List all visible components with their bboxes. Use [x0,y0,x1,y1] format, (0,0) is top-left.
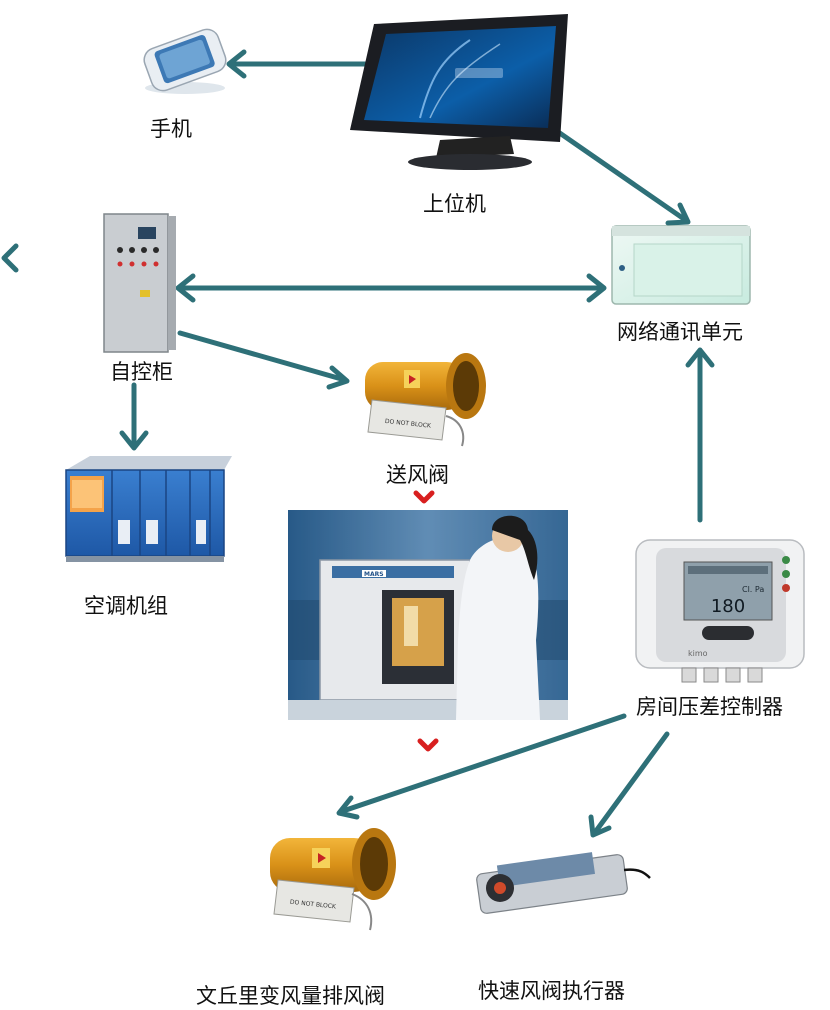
connection-arrows [1,49,715,838]
label-supply-valve: 送风阀 [386,463,449,487]
control-cabinet-icon [103,213,176,353]
label-phone: 手机 [150,117,192,141]
label-host-computer: 上位机 [423,192,486,216]
damper-actuator-icon [476,852,651,914]
arrow-controller-to-actuator [588,731,670,838]
arrow-controller-to-exhaust-valve [336,713,627,820]
controller-unit: Cl. Pa [742,585,764,594]
flow-chevron-lower [417,738,439,752]
arrow-cabinet-to-ahu [119,382,149,451]
venturi-valve-icon: DO NOT BLOCK [365,353,486,447]
flow-chevron-upper [413,490,435,504]
airflow-chevrons [413,490,439,752]
smartphone-icon [143,28,227,94]
arrow-host-to-phone [226,49,381,79]
lab-equipment-label: MARS [364,571,384,578]
label-network-unit: 网络通讯单元 [617,320,743,344]
air-handling-unit-icon [65,456,232,562]
controller-brand: kimo [688,649,708,658]
label-pressure-controller: 房间压差控制器 [636,695,783,719]
arrow-cabinet-to-supply-valve [177,330,350,390]
venturi-valve-icon: DO NOT BLOCK [270,828,396,931]
arrow-offscreen-left [1,243,19,273]
label-control-cabinet: 自控柜 [110,360,173,384]
arrow-controller-to-network [685,347,715,523]
label-ahu: 空调机组 [84,594,168,618]
label-actuator: 快速风阀执行器 [478,979,625,1003]
pressure-controller-icon: Cl. Pa 180 kimo [635,539,805,683]
supply-valve-tag: DO NOT BLOCK [385,418,433,430]
network-cabinet-icon [611,225,751,305]
monitor-icon [350,14,568,170]
exhaust-valve-tag: DO NOT BLOCK [290,899,338,911]
arrow-cabinet-network [175,273,607,303]
lab-scene-image: MARS [288,510,568,720]
controller-value: 180 [711,596,745,617]
label-exhaust-valve: 文丘里变风量排风阀 [196,984,385,1008]
